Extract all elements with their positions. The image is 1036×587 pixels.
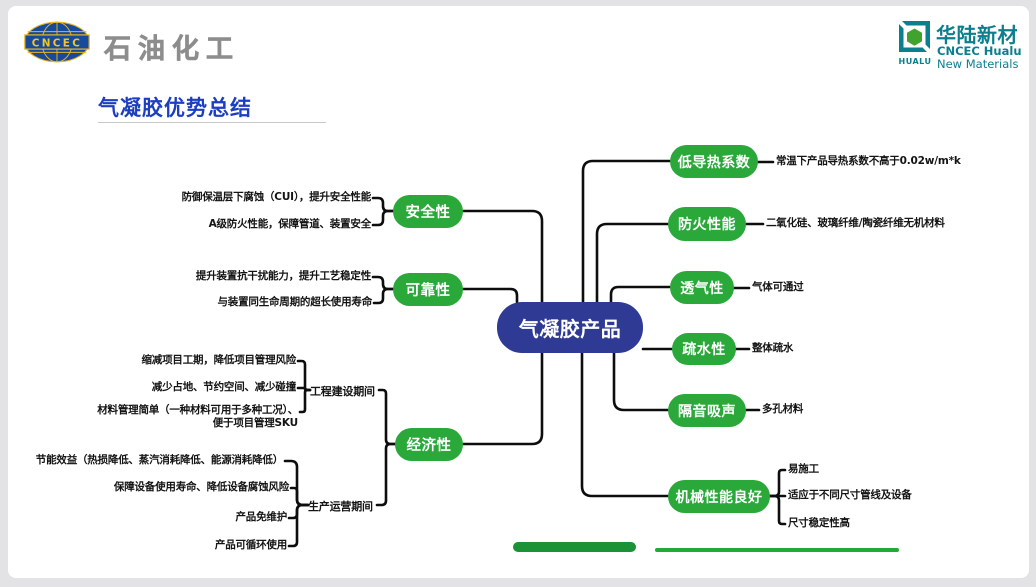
footer-bar-line — [655, 547, 899, 552]
mindmap-leaf-c2: 减少占地、节约空间、减少碰撞 — [151, 381, 296, 393]
mindmap-leaf-d4: 产品可循环使用 — [214, 539, 287, 551]
mindmap-branch-touqi: 透气性 — [670, 271, 734, 304]
mindmap-branch-didaore: 低导热系数 — [670, 145, 758, 178]
mindmap-group-g2: 生产运营期间 — [308, 500, 373, 513]
hualu-mark-text: HUALU — [898, 57, 932, 66]
mindmap-leaf-a1: 防御保温层下腐蚀（CUI），提升安全性能 — [181, 191, 372, 203]
mindmap-leaf-d3: 产品免维护 — [235, 511, 288, 523]
mindmap-leaf-a2: A级防火性能，保障管道、装置安全 — [208, 218, 372, 230]
mindmap-leaf-r2: 二氧化硅、玻璃纤维/陶瓷纤维无机材料 — [766, 217, 945, 229]
title-underline — [98, 122, 326, 123]
mindmap-leaf-r1: 常温下产品导热系数不高于0.02w/m*k — [776, 155, 961, 167]
page-title: 气凝胶优势总结 — [98, 96, 252, 120]
hualu-name-cn: 华陆新材 — [936, 23, 1018, 47]
mindmap-leaf-r6c: 尺寸稳定性高 — [788, 517, 850, 529]
mindmap-branch-jixie: 机械性能良好 — [668, 480, 770, 513]
svg-text:CNCEC: CNCEC — [32, 37, 83, 49]
mindmap-leaf-c1: 缩减项目工期，降低项目管理风险 — [141, 354, 297, 366]
mindmap-branch-fanghuo: 防火性能 — [668, 207, 746, 241]
brand-text: 石油化工 — [104, 34, 240, 66]
mindmap-branch-jingji: 经济性 — [395, 428, 463, 461]
mindmap-branch-anquan: 安全性 — [393, 195, 463, 228]
mindmap-leaf-b1: 提升装置抗干扰能力，提升工艺稳定性 — [195, 270, 371, 282]
footer-bar-solid — [513, 542, 636, 552]
cncec-logo: CNCEC — [24, 21, 90, 63]
mindmap-leaf-r3: 气体可通过 — [752, 281, 804, 293]
hualu-name-sub: New Materials — [937, 57, 1019, 71]
mindmap-leaf-c3: 材料管理简单（一种材料可用于多种工况）、 便于项目管理SKU — [97, 404, 298, 429]
mindmap-leaf-r4: 整体疏水 — [752, 342, 794, 354]
hualu-logo-mark — [899, 21, 930, 52]
mindmap-leaf-r6a: 易施工 — [788, 463, 819, 475]
mindmap-leaf-b2: 与装置同生命周期的超长使用寿命 — [217, 296, 373, 308]
mindmap-group-g1: 工程建设期间 — [310, 385, 375, 398]
mindmap-leaf-d1: 节能效益（热损降低、蒸汽消耗降低、能源消耗降低） — [35, 454, 283, 466]
mindmap-branch-shushui: 疏水性 — [672, 333, 736, 365]
mindmap-branch-kekao: 可靠性 — [393, 273, 463, 306]
mindmap-leaf-d2: 保障设备使用寿命、降低设备腐蚀风险 — [113, 481, 289, 493]
mindmap-root-node: 气凝胶产品 — [497, 302, 643, 353]
hualu-name-en: CNCEC Hualu — [937, 44, 1022, 58]
mindmap-leaf-r6b: 适应于不同尺寸管线及设备 — [788, 489, 912, 501]
mindmap-branch-geyin: 隔音吸声 — [668, 394, 746, 427]
mindmap-leaf-r5: 多孔材料 — [762, 403, 804, 415]
